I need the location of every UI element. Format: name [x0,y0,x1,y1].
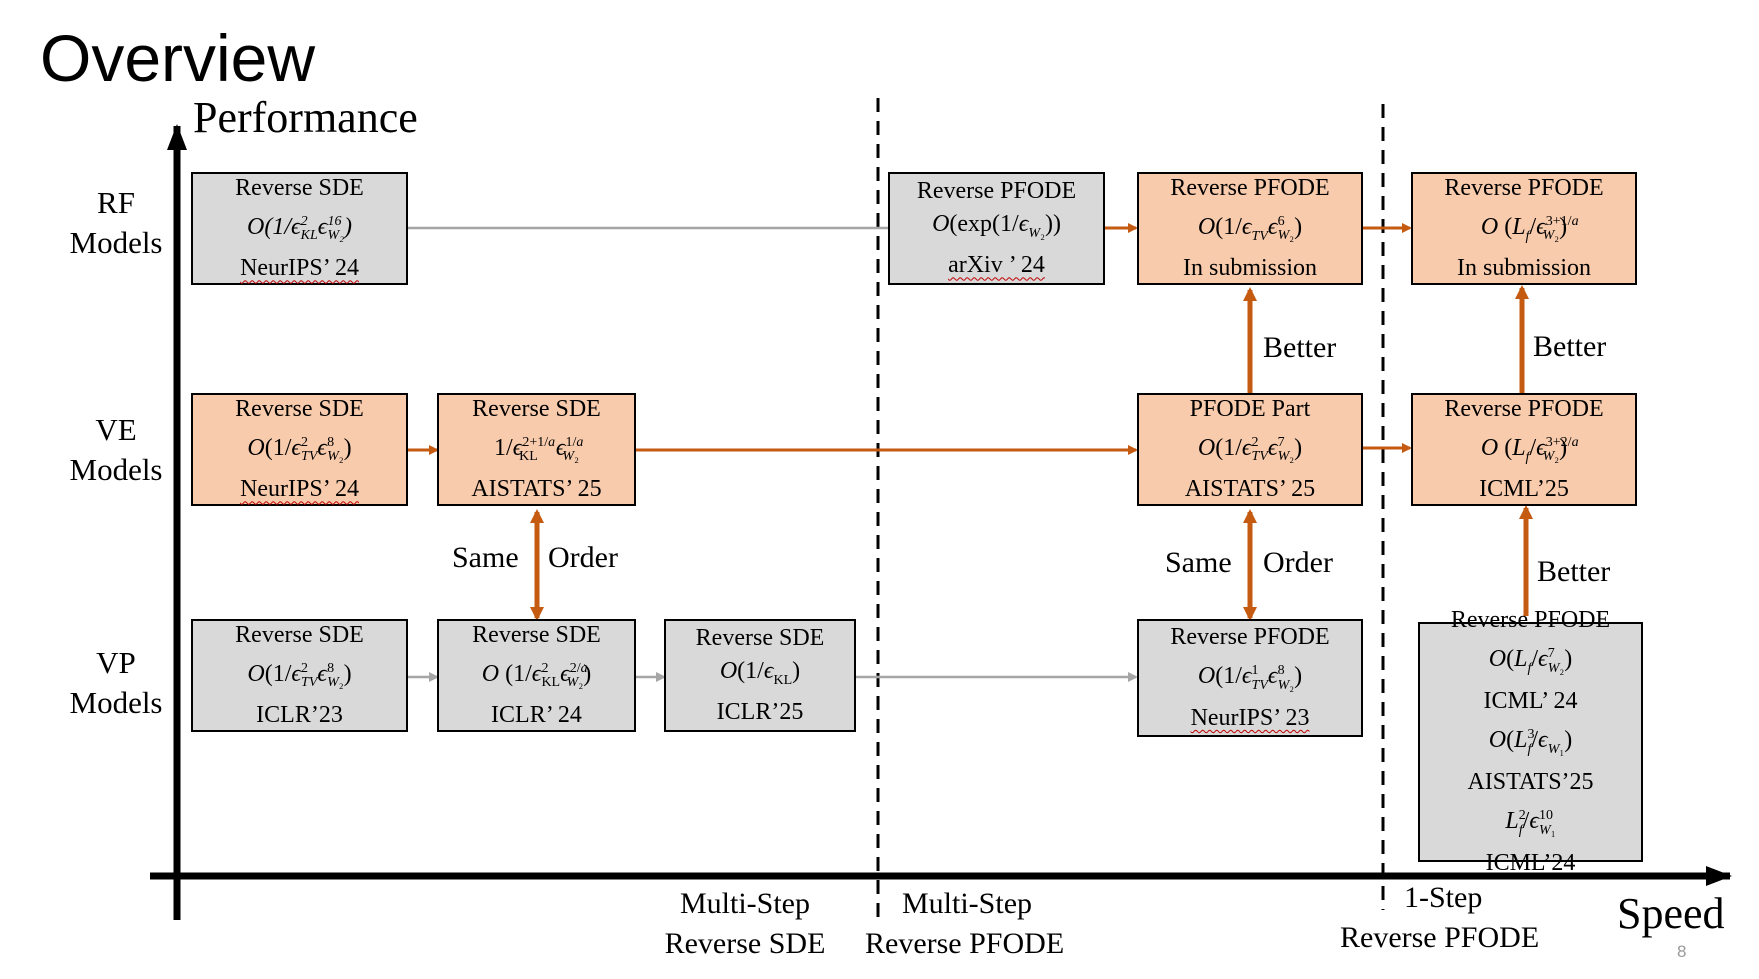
formula: O(1/ϵ2KLϵ16W₂) [246,213,352,244]
formula: O(1/ϵKL) [719,657,801,688]
x-axis-label: Speed [1617,889,1725,938]
formula: O(1/ϵ2TVϵ7W₂) [1197,434,1303,465]
box-rf-reverse-pfode-submission: Reverse PFODE O(1/ϵTVϵ6W₂) In submission [1137,172,1363,285]
formula-2: O(L3f/ϵW₁) [1488,727,1573,757]
box-vp-reverse-sde-2: Reverse SDE O (1/ϵ2KLϵ2/aW₂) ICLR’ 24 [437,619,636,732]
box-rf-reverse-pfode-1step: Reverse PFODE O (Lf/ϵ3+1/aW₂) In submiss… [1411,172,1637,285]
formula-3: L2f/ϵ10W₁ [1505,807,1556,838]
formula: O(1/ϵ2TVϵ8W₂) [247,660,352,691]
annotation-same-sde: Same [452,541,519,574]
formula: O (1/ϵ2KLϵ2/aW₂) [481,660,592,691]
annotation-order-sde: Order [548,541,618,574]
box-ve-reverse-pfode-1step: Reverse PFODE O (Lf/ϵ3+2/aW₂) ICML’25 [1411,393,1637,506]
formula: O(1/ϵTVϵ6W₂) [1197,213,1303,244]
box-vp-reverse-pfode-1step: Reverse PFODE O(Lf/ϵ7W₂) ICML’ 24 O(L3f/… [1418,607,1643,876]
box-ve-reverse-sde-2: Reverse SDE 1/ϵ2+1/aKL ϵ1/aW₂ AISTATS’ 2… [437,393,636,506]
box-vp-reverse-pfode: Reverse PFODE O(1/ϵ1TVϵ8W₂) NeurIPS’ 23 [1137,619,1363,737]
slide-title: Overview [40,21,316,95]
annotation-better-rf-1step: Better [1533,330,1607,363]
annotation-better-ve-1step: Better [1537,555,1611,588]
annotation-better-rf-pfode: Better [1263,331,1337,364]
box-vp-reverse-sde-1: Reverse SDE O(1/ϵ2TVϵ8W₂) ICLR’23 [191,619,408,732]
formula: O(1/ϵ2TVϵ8W₂) [247,434,352,465]
box-vp-reverse-sde-3: Reverse SDE O(1/ϵKL) ICLR’25 [664,619,856,732]
annotation-order-pfode: Order [1263,546,1333,579]
formula: O(1/ϵ1TVϵ8W₂) [1197,663,1303,693]
formula: O(exp(1/ϵW₂)) [932,210,1061,241]
box-ve-reverse-sde-1: Reverse SDE O(1/ϵ2TVϵ8W₂) NeurIPS’ 24 [191,393,408,506]
box-rf-reverse-pfode-arxiv: Reverse PFODE O(exp(1/ϵW₂)) arXiv ’ 24 [888,172,1105,285]
y-axis-label: Performance [193,93,418,142]
box-ve-pfode-part: PFODE Part O(1/ϵ2TVϵ7W₂) AISTATS’ 25 [1137,393,1363,506]
formula-1: O(Lf/ϵ7W₂) [1488,646,1573,677]
page-number: 8 [1677,942,1687,961]
formula: O (Lf/ϵ3+1/aW₂) [1480,213,1579,244]
box-rf-reverse-sde: Reverse SDE O(1/ϵ2KLϵ16W₂) NeurIPS’ 24 [191,172,408,285]
formula: 1/ϵ2+1/aKL ϵ1/aW₂ [494,434,584,465]
formula: O (Lf/ϵ3+2/aW₂) [1480,434,1579,465]
annotation-same-pfode: Same [1165,546,1232,579]
